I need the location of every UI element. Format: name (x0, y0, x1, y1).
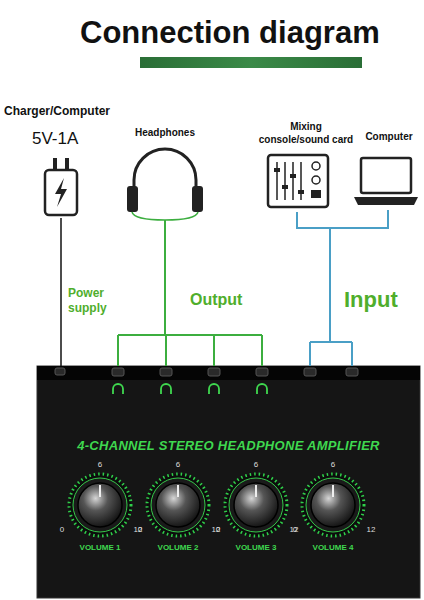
volume-knob (225, 474, 287, 536)
output-jack (112, 368, 124, 376)
laptop-icon (354, 158, 418, 205)
fader-cap (282, 185, 288, 189)
device-label: Computer (358, 130, 420, 143)
power-jack (55, 368, 65, 375)
title-stripe (140, 57, 362, 68)
power-source: Charger/Computer 5V-1A (2, 100, 122, 218)
knob-scale (69, 474, 131, 536)
power-rating: 5V-1A (32, 129, 122, 149)
headphone-symbols (113, 384, 267, 394)
channel-label: VOLUME 1 (70, 542, 130, 554)
knob-scale (302, 474, 364, 536)
knob-pointer (177, 485, 179, 497)
knob-cap (234, 483, 278, 527)
fader-cap (274, 168, 280, 172)
knob-cap (156, 483, 200, 527)
charger-icon (45, 158, 77, 215)
fader-cap (298, 190, 304, 194)
volume-knob (147, 474, 209, 536)
knob-ring (229, 478, 283, 532)
connection-label: Input (344, 287, 420, 313)
headphone-cable (132, 212, 198, 220)
knob-ring (306, 478, 360, 532)
fader-tracks (277, 162, 301, 200)
device-label: Headphones (122, 126, 208, 139)
knob-scale (225, 474, 287, 536)
diagram-title: Connection diagram (80, 14, 420, 52)
headphones-device: Headphones (122, 122, 208, 220)
volume-knob (302, 474, 364, 536)
scale-number: 6 (236, 459, 276, 471)
mixer-icon (268, 155, 328, 207)
source-label: Charger/Computer (4, 104, 122, 119)
connection-wire (118, 220, 262, 366)
scale-number: 0 (198, 524, 238, 536)
mixer-display (311, 190, 321, 198)
scale-number: 0 (275, 524, 315, 536)
input-jack (304, 368, 316, 376)
amplifier-unit: 4-CHANNEL STEREO HEADPHONE AMPLIFIER (37, 366, 420, 598)
knob-pointer (99, 485, 101, 497)
scale-number: 0 (120, 524, 160, 536)
output-jack (256, 368, 268, 376)
scale-number: 0 (42, 524, 82, 536)
mixer-knob (312, 176, 320, 184)
connection-label: Output (190, 290, 260, 310)
connection-label: Power supply (68, 286, 118, 316)
device-label: Mixing console/sound card (254, 120, 358, 146)
connection-wire (60, 218, 62, 366)
knob-cap (311, 483, 355, 527)
knob-pointer (255, 485, 257, 497)
amplifier-case (37, 366, 420, 598)
amplifier-top-strip (37, 366, 420, 380)
scale-number: 12 (351, 524, 391, 536)
output-jack (208, 368, 220, 376)
mixer-device: Mixing console/sound card (254, 118, 358, 212)
scale-number: 6 (313, 459, 353, 471)
knob-pointer (332, 485, 334, 497)
computer-device: Computer (358, 126, 420, 210)
output-jack (160, 368, 172, 376)
product-name: 4-CHANNEL STEREO HEADPHONE AMPLIFIER (45, 438, 412, 454)
ear-cup (192, 186, 203, 212)
plug-prong (65, 158, 69, 170)
knob-scale (147, 474, 209, 536)
laptop-base (354, 197, 418, 205)
ear-cup (127, 186, 138, 212)
channel-label: VOLUME 3 (226, 542, 286, 554)
volume-knob (69, 474, 131, 536)
headband (134, 149, 196, 196)
mixer-body (268, 155, 328, 207)
amplifier-body (37, 366, 420, 598)
channel-label: VOLUME 4 (303, 542, 363, 554)
charger-body (45, 170, 77, 215)
laptop-screen (361, 158, 411, 193)
scale-number: 6 (158, 459, 198, 471)
knob-cap (78, 483, 122, 527)
scale-number: 6 (80, 459, 120, 471)
knob-ring (73, 478, 127, 532)
input-jack (346, 368, 358, 376)
channel-label: VOLUME 2 (148, 542, 208, 554)
plug-prong (53, 158, 57, 170)
headphones-icon (127, 149, 203, 220)
mixer-knob (312, 162, 320, 170)
fader-cap (290, 174, 296, 178)
knob-ring (151, 478, 205, 532)
lightning-bolt (55, 178, 67, 207)
